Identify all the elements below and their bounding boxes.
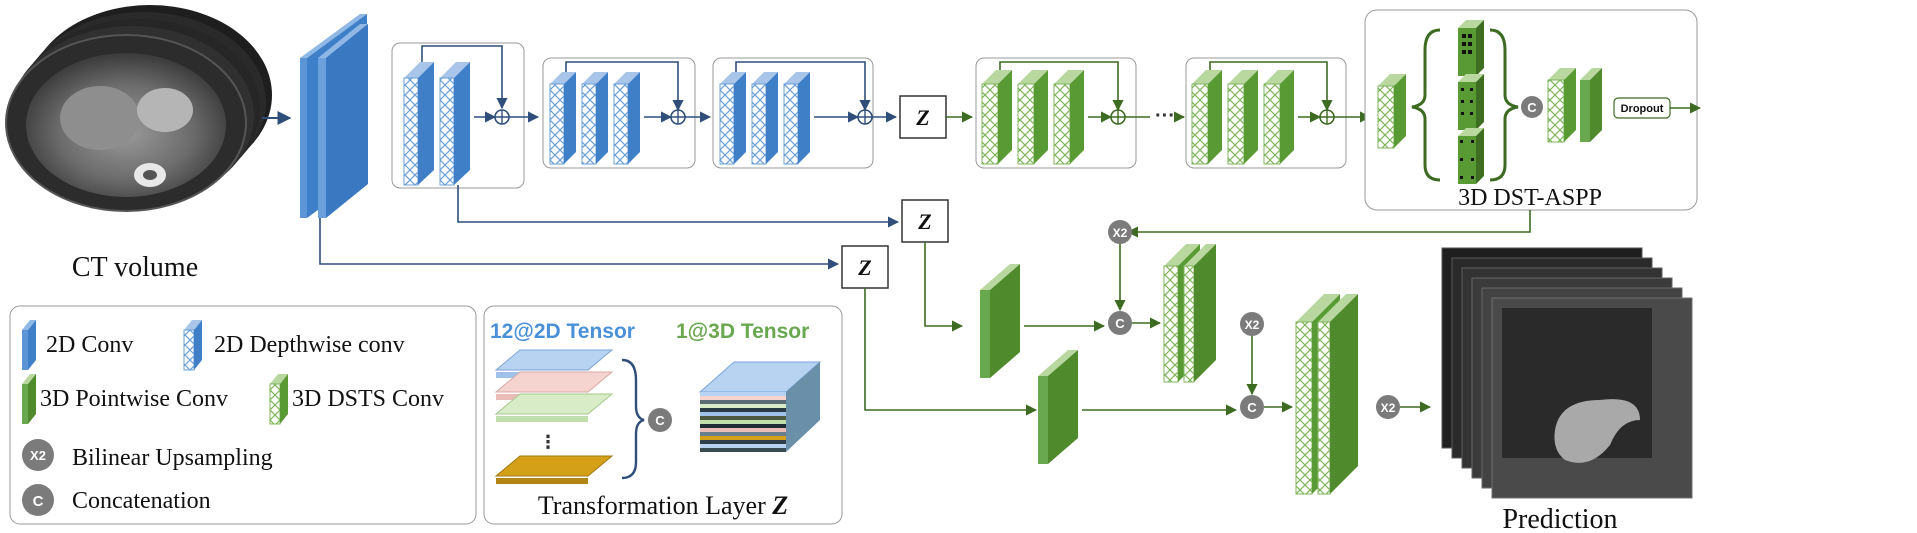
upsample-badge-2-label: X2 — [1245, 318, 1260, 332]
tensor-ellipsis: ⋮ — [539, 432, 557, 452]
tensor2d-label: 12@2D Tensor — [490, 320, 635, 343]
legend-upsampling-icon — [22, 439, 54, 471]
aspp-branches — [1458, 20, 1484, 184]
encoder-block-5-layers — [1191, 70, 1294, 165]
decoder-pointwise-1 — [980, 264, 1020, 378]
legend-concat-label: Concatenation — [72, 488, 211, 514]
prediction-organ-mask — [1554, 399, 1640, 463]
dropout-label: Dropout — [1621, 103, 1664, 115]
upsample-badge-1-label: X2 — [1113, 226, 1128, 240]
upsample-badge-3 — [1376, 395, 1400, 419]
concat-badge-2 — [1240, 395, 1264, 419]
aspp-right-brace — [1489, 28, 1519, 182]
legend-upsampling-label: Bilinear Upsampling — [72, 445, 273, 471]
encoder-block-4-layers — [981, 70, 1084, 165]
concat-badge-2-label: C — [1247, 400, 1257, 415]
legend-concat-icon-label: C — [33, 493, 44, 510]
encoder-block-2-layers — [549, 72, 640, 165]
legend-conv2d-icon — [22, 320, 36, 370]
tensor2d-stack: ⋮ — [494, 349, 614, 484]
transform-z-skip-1-label: Z — [917, 209, 931, 234]
ct-volume-stack — [5, 5, 272, 212]
skip-connection-2 — [319, 218, 840, 270]
legend-pointwise-label: 3D Pointwise Conv — [40, 386, 228, 412]
aspp-concat-badge — [1521, 96, 1543, 118]
transform-brace — [621, 358, 645, 480]
aspp-branch-1 — [1458, 20, 1484, 76]
transform-z-skip-2-label: Z — [857, 255, 871, 280]
aspp-branch-3 — [1458, 128, 1484, 184]
upsample-badge-2 — [1240, 312, 1264, 336]
ellipsis: ··· — [1155, 105, 1175, 127]
ct-volume-label: CT volume — [72, 252, 198, 283]
upsample-badge-3-label: X2 — [1381, 401, 1396, 415]
transform-z-skip-2 — [841, 245, 889, 289]
tensor3d-label: 1@3D Tensor — [676, 320, 809, 343]
legend-depthwise-label: 2D Depthwise conv — [214, 332, 405, 358]
prediction-stack — [1441, 247, 1693, 499]
encoder-block-1-layers — [403, 62, 470, 186]
decoder-dsts-block-1 — [1163, 244, 1216, 383]
arrow-aspp-to-decoder — [1126, 210, 1531, 238]
tensor3d-block — [698, 361, 822, 452]
aspp-input-layer — [1377, 74, 1406, 149]
aspp-left-brace — [1411, 28, 1441, 182]
aspp-output-layers — [1547, 68, 1602, 143]
aspp-label: 3D DST-ASPP — [1458, 185, 1602, 211]
legend-dsts-label: 3D DSTS Conv — [292, 386, 444, 412]
decoder-dsts-block-2 — [1295, 294, 1358, 495]
transform-concat-label: C — [655, 413, 665, 428]
transform-concat-badge — [648, 408, 672, 432]
legend-concat-icon — [22, 484, 54, 516]
encoder-block-3-layers — [719, 72, 810, 165]
legend-upsampling-icon-label: X2 — [30, 448, 46, 463]
legend-box — [9, 305, 477, 525]
prediction-label: Prediction — [1502, 504, 1617, 533]
transformation-layer-title-symbol: Z — [771, 491, 788, 520]
decoder-pointwise-2 — [1038, 350, 1078, 464]
transformation-layer-title: Transformation Layer Z — [538, 491, 788, 520]
transformation-layer-title-text: Transformation Layer — [538, 491, 766, 520]
upsample-badge-1 — [1108, 220, 1132, 244]
skip-connection-1 — [457, 185, 900, 228]
legend-depthwise-icon — [183, 320, 202, 371]
legend-pointwise-icon — [22, 374, 36, 424]
transform-z-top-label: Z — [915, 105, 929, 130]
aspp-concat-label: C — [1527, 100, 1537, 115]
legend-conv2d-label: 2D Conv — [46, 332, 133, 358]
concat-badge-1-label: C — [1115, 316, 1125, 331]
transform-z-top — [899, 95, 947, 139]
legend-dsts-icon — [269, 374, 288, 425]
concat-badge-1 — [1108, 311, 1132, 335]
conv2d-block — [300, 14, 368, 218]
aspp-branch-2 — [1458, 74, 1484, 130]
